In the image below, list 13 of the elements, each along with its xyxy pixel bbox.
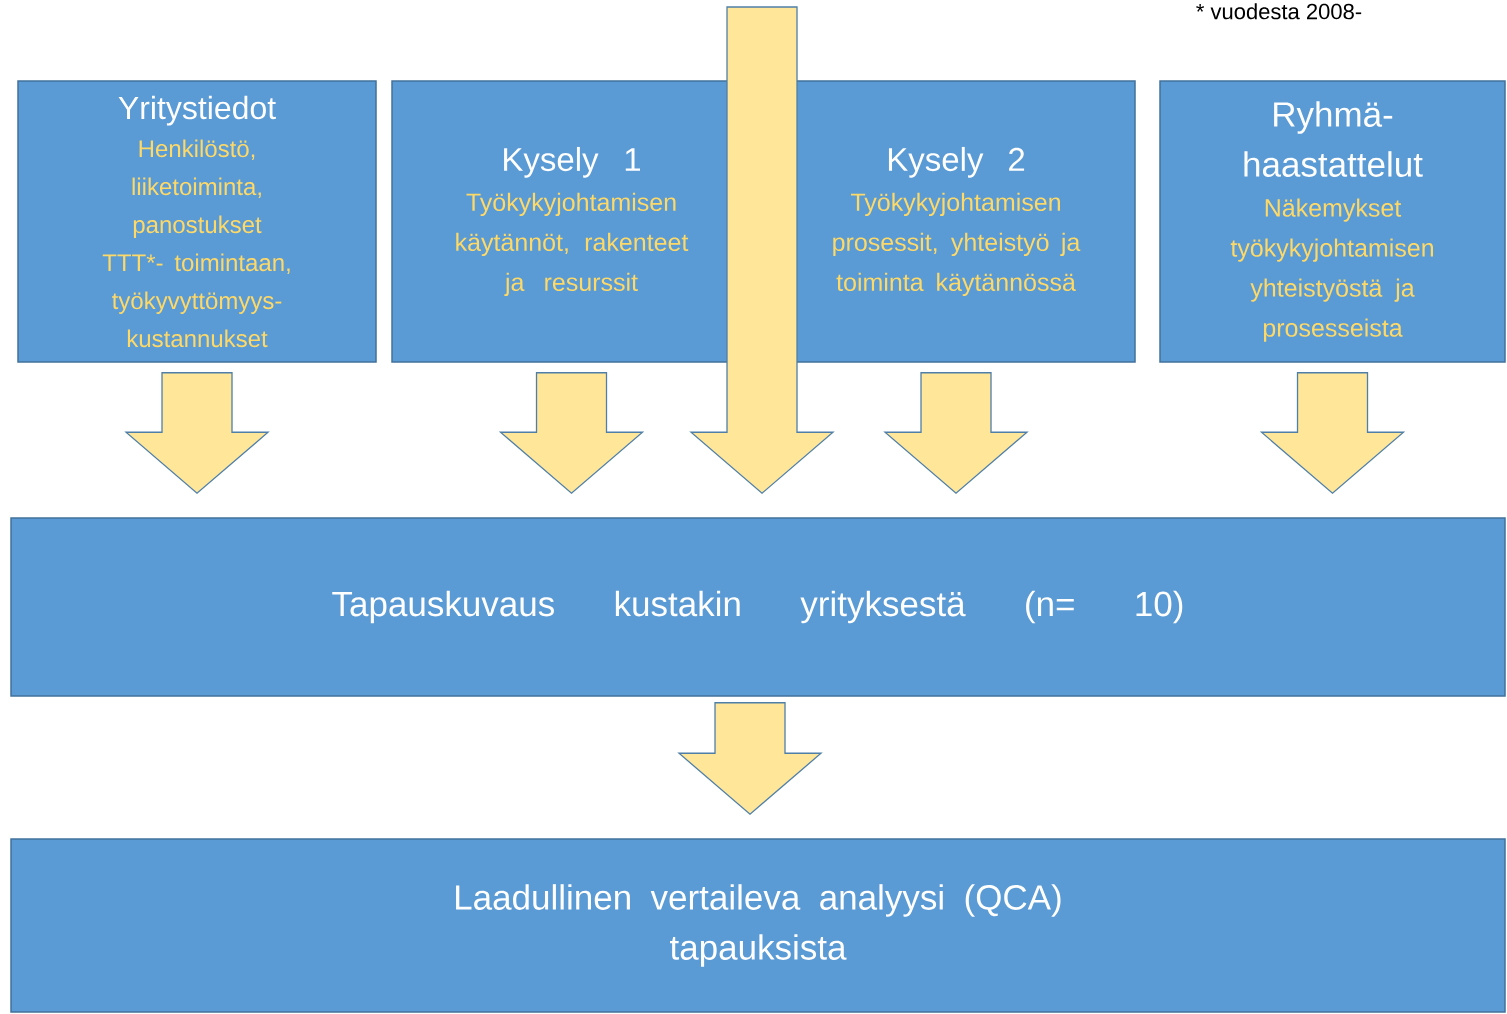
footnote: * vuodesta 2008- bbox=[1196, 3, 1362, 20]
block-arrow bbox=[1259, 372, 1406, 495]
process-box: Kysely 2 Työkykyjohtamisen prosessit, yhteistyö ja toiminta käytännössä bbox=[776, 80, 1136, 363]
process-box: Yritystiedot Henkilöstö, liiketoiminta, panostukset TTT*- toimintaan, työkyvyttömyys- kustannukset bbox=[17, 80, 377, 363]
block-arrow bbox=[498, 372, 645, 495]
block-arrow bbox=[689, 6, 835, 495]
process-box: Tapauskuvaus kustakin yrityksestä (n= 10) bbox=[10, 517, 1506, 697]
process-box: Kysely 1 Työkykyjohtamisen käytännöt, rakenteet ja resurssit bbox=[391, 80, 752, 363]
block-arrow bbox=[124, 372, 270, 495]
process-box: Laadullinen vertaileva analyysi (QCA) tapauksista bbox=[10, 838, 1506, 1013]
block-arrow bbox=[677, 702, 823, 816]
process-box: Ryhmä- haastattelut Näkemykset työkykyjohtamisen yhteistyöstä ja prosesseista bbox=[1159, 80, 1506, 363]
block-arrow bbox=[883, 372, 1029, 495]
